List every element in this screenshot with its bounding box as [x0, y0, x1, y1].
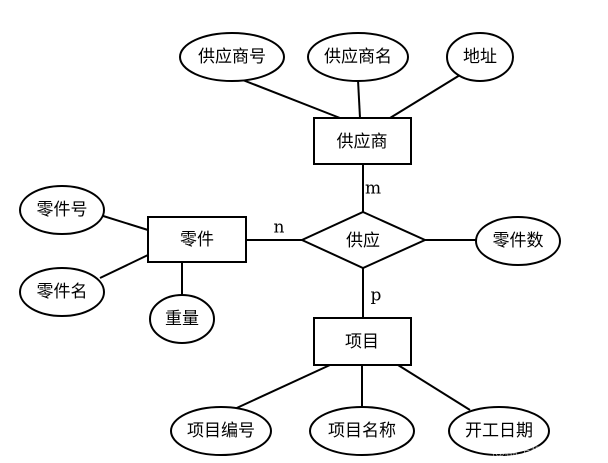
- attribute-address: 地址: [446, 32, 514, 82]
- attribute-part-no: 零件号: [19, 185, 105, 235]
- attribute-part-name: 零件名: [19, 267, 105, 317]
- attribute-weight: 重量: [149, 294, 215, 344]
- attribute-part-count-label: 零件数: [493, 231, 544, 251]
- attribute-part-name-label: 零件名: [37, 282, 88, 302]
- cardinality-project: p: [371, 286, 382, 306]
- attribute-address-label: 地址: [463, 47, 497, 67]
- relationship-supply: 供应: [299, 210, 428, 270]
- edge-project-no: [227, 364, 331, 413]
- edge-part-name: [99, 254, 149, 279]
- attribute-part-count: 零件数: [475, 216, 561, 266]
- edge-address: [389, 74, 461, 119]
- attribute-start-date: 开工日期: [448, 406, 550, 456]
- cardinality-supplier: m: [365, 179, 381, 199]
- entity-supplier: 供应商: [313, 117, 412, 165]
- entity-project-label: 项目: [345, 332, 379, 352]
- attribute-project-no: 项目编号: [170, 406, 272, 456]
- relationship-supply-label: 供应: [346, 231, 380, 251]
- edge-start-date: [397, 364, 471, 411]
- edge-supplier-no: [229, 74, 341, 119]
- attribute-project-name-label: 项目名称: [328, 421, 396, 441]
- attribute-supplier-no-label: 供应商号: [198, 47, 266, 67]
- attribute-weight-label: 重量: [165, 309, 199, 329]
- attribute-supplier-name-label: 供应商名: [324, 47, 392, 67]
- entity-part-label: 零件: [180, 230, 214, 250]
- watermark-text: @稀土掘金技术社区: [492, 445, 608, 461]
- attribute-project-name: 项目名称: [309, 406, 415, 456]
- edge-part-no: [99, 214, 149, 231]
- attribute-part-no-label: 零件号: [37, 200, 88, 220]
- edge-supplier-name: [357, 79, 361, 119]
- attribute-supplier-no: 供应商号: [179, 32, 285, 82]
- attribute-project-no-label: 项目编号: [187, 421, 255, 441]
- entity-part: 零件: [147, 216, 247, 263]
- attribute-supplier-name: 供应商名: [307, 32, 409, 82]
- connector-lines: [99, 74, 480, 413]
- attribute-start-date-label: 开工日期: [465, 421, 533, 441]
- entity-project: 项目: [313, 317, 412, 366]
- cardinality-part: n: [274, 218, 285, 238]
- entity-supplier-label: 供应商: [337, 132, 388, 152]
